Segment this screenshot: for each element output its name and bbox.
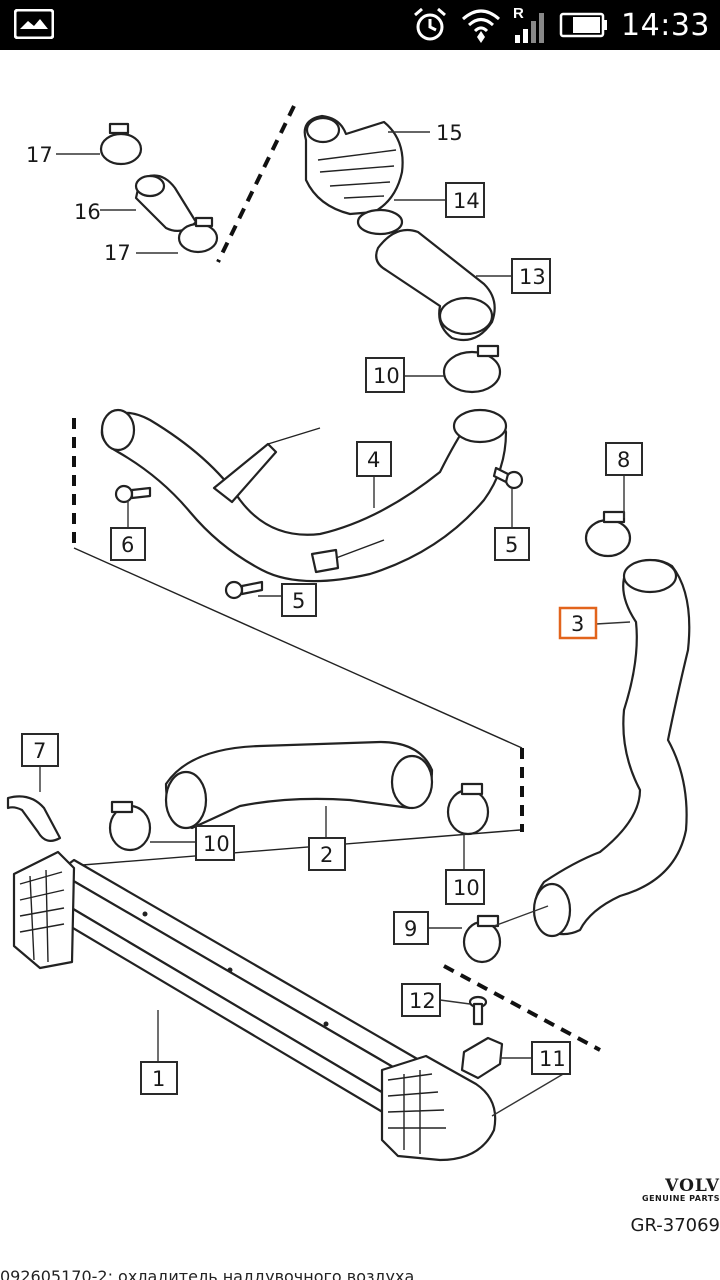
callout-5-left[interactable]: 5 <box>281 583 317 617</box>
svg-text:2: 2 <box>320 843 333 867</box>
svg-text:16: 16 <box>74 200 101 224</box>
callout-9[interactable]: 9 <box>393 911 429 945</box>
svg-text:12: 12 <box>409 989 436 1013</box>
svg-text:5: 5 <box>292 589 305 613</box>
clamp-10-top <box>442 344 502 394</box>
svg-text:7: 7 <box>33 739 46 763</box>
parts-diagram-drawing: 17 16 17 15 14 13 10 4 6 5 5 8 3 <box>6 105 691 1162</box>
callout-1[interactable]: 1 <box>140 1061 178 1095</box>
status-icons: R 14:33 <box>411 0 710 50</box>
svg-text:14: 14 <box>453 189 480 213</box>
intercooler-1 <box>12 850 497 1162</box>
svg-text:11: 11 <box>539 1047 566 1071</box>
bolt-5-left <box>224 580 264 600</box>
callout-10-top[interactable]: 10 <box>365 357 405 393</box>
svg-text:17: 17 <box>26 143 53 167</box>
clamp-17-top <box>99 122 143 166</box>
bolt-5-right <box>492 466 524 490</box>
signal-icon: R <box>513 5 547 45</box>
callout-15[interactable]: 15 <box>436 121 463 145</box>
callout-17-bottom[interactable]: 17 <box>104 241 131 265</box>
callout-4[interactable]: 4 <box>356 441 392 477</box>
pipe-2 <box>164 740 434 830</box>
svg-text:10: 10 <box>373 364 400 388</box>
svg-text:6: 6 <box>121 533 134 557</box>
svg-text:5: 5 <box>505 533 518 557</box>
svg-text:8: 8 <box>617 448 630 472</box>
callout-5-right[interactable]: 5 <box>494 527 530 561</box>
callout-16[interactable]: 16 <box>74 200 101 224</box>
brand-name: VOLV <box>665 1176 720 1196</box>
clamp-10-right <box>446 782 490 836</box>
brand-block: VOLV GENUINE PARTS GR-37069 <box>631 1176 720 1236</box>
callout-10-left[interactable]: 10 <box>195 825 235 861</box>
dashed-outline-bottom <box>443 964 601 1052</box>
hose-3 <box>532 558 691 938</box>
strap-7 <box>6 795 62 843</box>
callout-17-top[interactable]: 17 <box>26 143 53 167</box>
bracket-11 <box>460 1036 504 1080</box>
pipe-4 <box>100 408 508 583</box>
wifi-icon <box>462 9 501 43</box>
gallery-notification-icon[interactable] <box>14 9 54 39</box>
dashed-outline-top <box>216 105 296 263</box>
callout-12[interactable]: 12 <box>401 983 441 1017</box>
callout-3[interactable]: 3 <box>558 606 598 640</box>
callout-8[interactable]: 8 <box>605 442 643 476</box>
callout-7[interactable]: 7 <box>21 733 59 767</box>
brand-sub: GENUINE PARTS <box>642 1194 720 1203</box>
leader-lines <box>39 131 631 1117</box>
svg-text:4: 4 <box>367 448 380 472</box>
svg-text:10: 10 <box>453 876 480 900</box>
hose-16 <box>134 174 198 233</box>
svg-text:15: 15 <box>436 121 463 145</box>
callout-13[interactable]: 13 <box>511 258 551 294</box>
parts-diagram[interactable]: 17 16 17 15 14 13 10 4 6 5 5 8 3 <box>0 50 720 1258</box>
network-indicator: R <box>513 5 524 22</box>
clock: 14:33 <box>621 7 710 43</box>
callout-6[interactable]: 6 <box>110 527 146 561</box>
svg-text:10: 10 <box>203 832 230 856</box>
svg-text:1: 1 <box>152 1067 165 1091</box>
callout-14[interactable]: 14 <box>445 182 485 218</box>
bolt-6 <box>114 484 152 504</box>
valve-15 <box>303 114 404 216</box>
status-bar: R 14:33 <box>0 0 720 50</box>
bolt-12 <box>468 995 488 1026</box>
clamp-10-left <box>108 800 152 852</box>
diagram-code: GR-37069 <box>630 1215 720 1236</box>
clamp-8 <box>584 510 632 558</box>
clamp-17-bottom <box>177 216 219 254</box>
battery-icon <box>559 12 608 38</box>
callout-2[interactable]: 2 <box>308 837 346 871</box>
ring-14 <box>356 208 404 236</box>
svg-text:3: 3 <box>571 612 584 636</box>
hose-13 <box>375 228 496 342</box>
callout-11[interactable]: 11 <box>531 1041 571 1075</box>
svg-text:13: 13 <box>519 265 546 289</box>
alarm-icon <box>414 7 447 41</box>
clamp-9 <box>462 914 502 964</box>
callout-10-right[interactable]: 10 <box>445 869 485 905</box>
svg-text:17: 17 <box>104 241 131 265</box>
part-caption: 092605170-2: охладитель наддувочного воз… <box>0 1267 415 1280</box>
svg-text:9: 9 <box>404 917 417 941</box>
